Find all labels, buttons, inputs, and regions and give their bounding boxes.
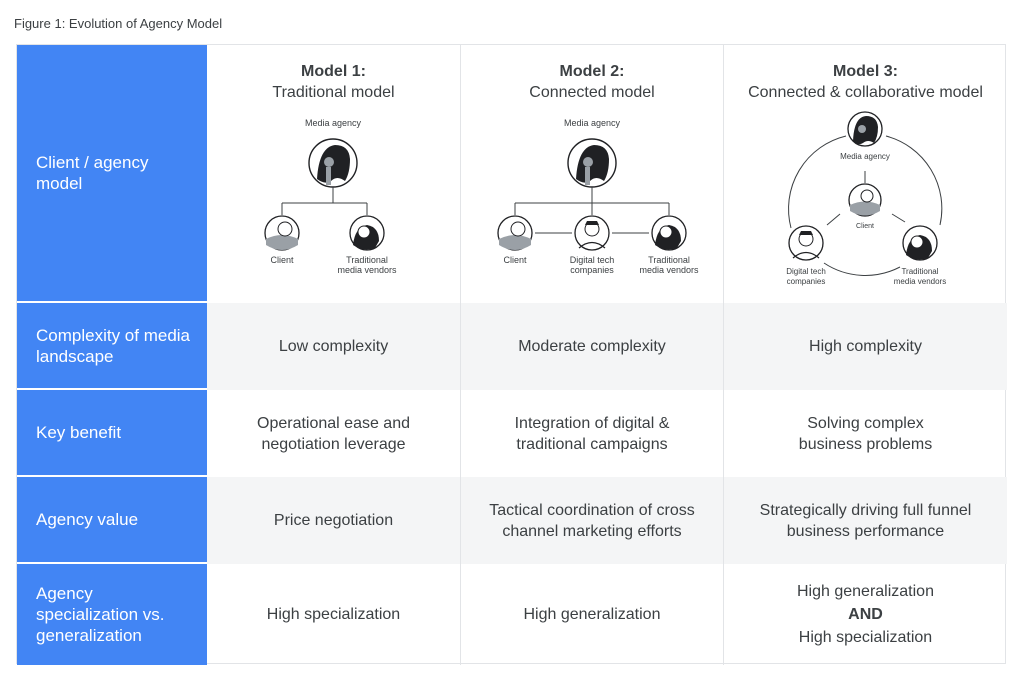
- benefit-line: business problems: [798, 435, 933, 453]
- model-2-number: Model 2:: [559, 63, 625, 80]
- row-header-agency-value: Agency value: [17, 477, 207, 564]
- media-agency-avatar-icon: [567, 138, 617, 188]
- model-2-heading: Model 2: Connected model: [461, 61, 723, 103]
- vendors-label-line1: Traditional: [346, 255, 388, 265]
- specialization-model-1: High specialization: [266, 606, 401, 623]
- value-line: Tactical coordination of cross: [489, 501, 695, 519]
- media-vendor-avatar-icon: [651, 215, 687, 251]
- digital-label-line1: Digital tech: [786, 267, 826, 276]
- digital-tech-avatar-icon: [788, 225, 824, 261]
- benefit-line: Integration of digital &: [514, 414, 670, 432]
- media-agency-avatar-icon: [847, 111, 883, 147]
- row-header-complexity: Complexity of media landscape: [17, 303, 207, 390]
- connector-lines: [514, 187, 670, 215]
- row-header-label: Key benefit: [36, 423, 122, 442]
- row-header-specialization: Agency specialization vs. generalization: [17, 564, 207, 665]
- model-1-cell: Model 1: Traditional model Media agency: [207, 45, 460, 303]
- complexity-model-3: High complexity: [723, 303, 1007, 390]
- specialization-model-2: High generalization: [460, 564, 723, 665]
- media-vendor-avatar-icon: [349, 215, 385, 251]
- row-header-client-agency-model: Client / agency model: [17, 45, 207, 303]
- specialization-line: High specialization: [798, 629, 933, 646]
- benefit-line: negotiation leverage: [261, 435, 406, 453]
- client-avatar-icon: [848, 183, 882, 217]
- connector-lines: [826, 171, 906, 226]
- vendors-label-line2: media vendors: [639, 265, 699, 275]
- media-vendor-avatar-icon: [902, 225, 938, 261]
- model-3-cell: Model 3: Connected & collaborative model…: [723, 45, 1007, 303]
- client-avatar-icon: [264, 215, 300, 251]
- model-1-diagram: Media agency Client Traditional media ve…: [264, 118, 397, 275]
- model-3-number: Model 3:: [833, 63, 898, 80]
- benefit-model-3: Solving complex business problems: [723, 390, 1007, 477]
- complexity-model-2: Moderate complexity: [460, 303, 723, 390]
- row-header-label: Complexity of media landscape: [36, 325, 191, 366]
- model-2-diagram: Media agency: [497, 118, 699, 275]
- value-line: channel marketing efforts: [502, 522, 682, 540]
- media-agency-label: Media agency: [564, 118, 621, 128]
- vendors-label-line1: Traditional: [648, 255, 690, 265]
- complexity-model-1: Low complexity: [207, 303, 460, 390]
- model-1-name: Traditional model: [272, 84, 395, 101]
- benefit-model-2: Integration of digital & traditional cam…: [460, 390, 723, 477]
- row-header-label: Agency specialization vs. generalization: [36, 584, 165, 645]
- row-header-label: Agency value: [36, 510, 139, 529]
- agency-model-table: Client / agency model Model 1: Tradition…: [16, 44, 1007, 665]
- model-3-name: Connected & collaborative model: [748, 84, 983, 101]
- row-header-key-benefit: Key benefit: [17, 390, 207, 477]
- value-model-1: Price negotiation: [207, 477, 460, 564]
- model-3-heading: Model 3: Connected & collaborative model: [724, 61, 1007, 103]
- model-1-heading: Model 1: Traditional model: [207, 61, 460, 103]
- digital-label-line1: Digital tech: [570, 255, 615, 265]
- model-1-number: Model 1:: [301, 63, 366, 80]
- benefit-line: traditional campaigns: [516, 435, 668, 453]
- digital-label-line2: companies: [570, 265, 614, 275]
- specialization-and: AND: [848, 606, 883, 623]
- value-model-3: Strategically driving full funnel busine…: [723, 477, 1007, 564]
- media-agency-label: Media agency: [840, 152, 890, 161]
- media-agency-avatar-icon: [308, 138, 358, 188]
- row-header-label: Client / agency model: [36, 153, 149, 193]
- specialization-line: High generalization: [797, 583, 934, 600]
- client-label: Client: [856, 223, 874, 230]
- media-agency-label: Media agency: [305, 118, 362, 128]
- model-2-cell: Model 2: Connected model Media agency: [460, 45, 723, 303]
- value-line: Strategically driving full funnel: [759, 501, 972, 519]
- value-model-2: Tactical coordination of cross channel m…: [460, 477, 723, 564]
- client-avatar-icon: [497, 215, 533, 251]
- specialization-model-3: High generalization AND High specializat…: [723, 564, 1007, 665]
- client-label: Client: [503, 255, 527, 265]
- benefit-line: Solving complex: [807, 414, 924, 432]
- client-label: Client: [270, 255, 294, 265]
- benefit-model-1: Operational ease and negotiation leverag…: [207, 390, 460, 477]
- connector-lines: [281, 187, 368, 215]
- vendors-label-line2: media vendors: [894, 277, 946, 286]
- value-line: business performance: [786, 522, 945, 540]
- model-2-name: Connected model: [529, 84, 655, 101]
- digital-tech-avatar-icon: [574, 215, 610, 251]
- benefit-line: Operational ease and: [257, 414, 410, 432]
- vendors-label-line2: media vendors: [337, 265, 397, 275]
- digital-label-line2: companies: [787, 277, 826, 286]
- vendors-label-line1: Traditional: [901, 267, 938, 276]
- figure-caption: Figure 1: Evolution of Agency Model: [14, 16, 223, 31]
- model-3-diagram: Media agency Client Digital tech compani…: [786, 111, 946, 286]
